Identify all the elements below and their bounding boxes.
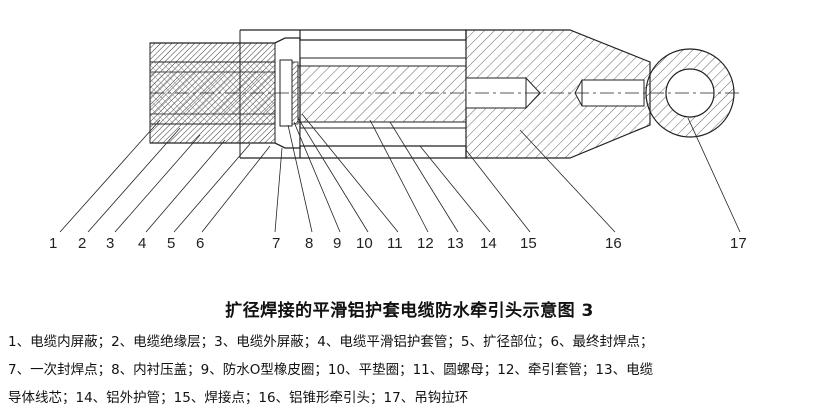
callout-1: 1 (49, 235, 57, 252)
diagram-title: 扩径焊接的平滑铝护套电缆防水牵引头示意图 3 (225, 301, 594, 321)
callout-14: 14 (480, 235, 497, 252)
legend-line-3: 导体线芯；14、铝外护管；15、焊接点；16、铝锥形牵引头；17、吊钩拉环 (8, 390, 469, 406)
conductor-core (297, 65, 467, 123)
callout-8: 8 (305, 235, 313, 252)
callout-11: 11 (387, 235, 403, 252)
callout-6: 6 (196, 235, 204, 252)
callout-15: 15 (520, 235, 537, 252)
cable-assembly (149, 29, 740, 159)
callout-13: 13 (447, 235, 464, 252)
callout-4: 4 (138, 235, 146, 252)
callout-3: 3 (106, 235, 114, 252)
callout-2: 2 (78, 235, 86, 252)
callout-10: 10 (356, 235, 373, 252)
leader-lines (59, 113, 741, 233)
callout-17: 17 (730, 235, 747, 252)
legend-line-2: 7、一次封焊点；8、内衬压盖；9、防水O型橡皮圈；10、平垫圈；11、圆螺母；1… (8, 362, 654, 378)
callout-numbers: 1 2 3 4 5 6 7 8 9 10 11 12 13 14 15 16 1… (49, 235, 747, 252)
callout-16: 16 (605, 235, 622, 252)
callout-5: 5 (167, 235, 175, 252)
cone-pulling-head (465, 29, 651, 159)
callout-9: 9 (333, 235, 341, 252)
callout-12: 12 (417, 235, 434, 252)
legend-line-1: 1、电缆内屏蔽；2、电缆绝缘层；3、电缆外屏蔽；4、电缆平滑铝护套管；5、扩径部… (8, 334, 654, 350)
cable-pulling-head-diagram: 1 2 3 4 5 6 7 8 9 10 11 12 13 14 15 16 1… (49, 29, 747, 252)
callout-7: 7 (272, 235, 280, 252)
